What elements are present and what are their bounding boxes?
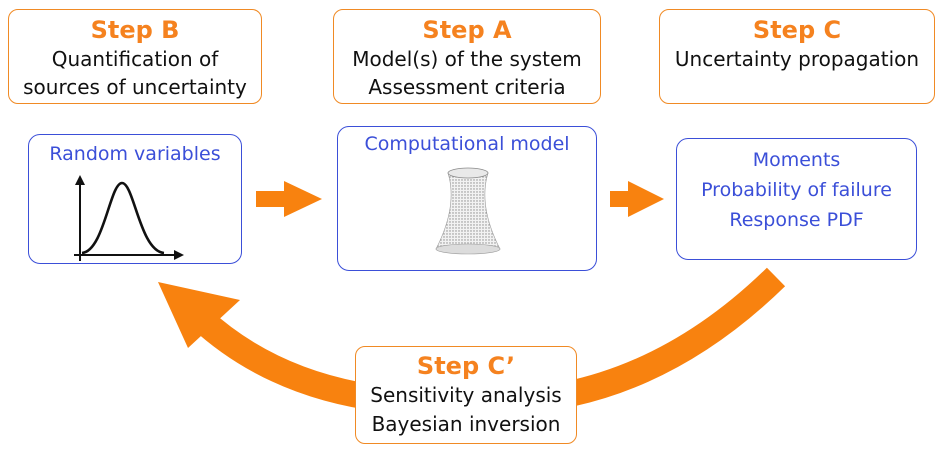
output-moments: Moments bbox=[752, 149, 841, 171]
step-a-title: Step A bbox=[422, 16, 512, 44]
step-b-line-1: Quantification of bbox=[51, 47, 219, 71]
step-a-line-1: Model(s) of the system bbox=[352, 47, 582, 71]
step-b-box: Step B Quantification of sources of unce… bbox=[8, 9, 262, 104]
step-c-prime-title: Step C’ bbox=[416, 352, 516, 380]
computational-model-label: Computational model bbox=[364, 133, 570, 155]
outputs-box: Moments Probability of failure Response … bbox=[676, 138, 917, 260]
step-c-prime-line-2: Bayesian inversion bbox=[371, 412, 561, 436]
step-c-box: Step C Uncertainty propagation bbox=[659, 9, 935, 104]
step-c-line-1: Uncertainty propagation bbox=[674, 47, 920, 71]
step-b-line-2: sources of uncertainty bbox=[23, 75, 247, 99]
feedback-arrowhead bbox=[158, 282, 240, 348]
arrow-a-to-c bbox=[610, 181, 664, 217]
random-variables-box: Random variables bbox=[28, 134, 242, 264]
computational-model-box: Computational model bbox=[337, 126, 597, 271]
step-b-title: Step B bbox=[90, 16, 180, 44]
step-c-prime-box: Step C’ Sensitivity analysis Bayesian in… bbox=[355, 346, 577, 444]
step-c-title: Step C bbox=[752, 16, 842, 44]
output-response-pdf: Response PDF bbox=[729, 209, 864, 231]
step-c-prime-line-1: Sensitivity analysis bbox=[370, 383, 562, 407]
cooling-tower-mesh-icon bbox=[435, 167, 501, 255]
step-a-line-2: Assessment criteria bbox=[368, 75, 566, 99]
bell-curve-pdf-icon bbox=[74, 175, 184, 261]
arrow-b-to-a bbox=[256, 181, 322, 217]
random-variables-label: Random variables bbox=[49, 143, 221, 165]
step-a-box: Step A Model(s) of the system Assessment… bbox=[333, 9, 601, 104]
output-probability-of-failure: Probability of failure bbox=[701, 179, 892, 201]
